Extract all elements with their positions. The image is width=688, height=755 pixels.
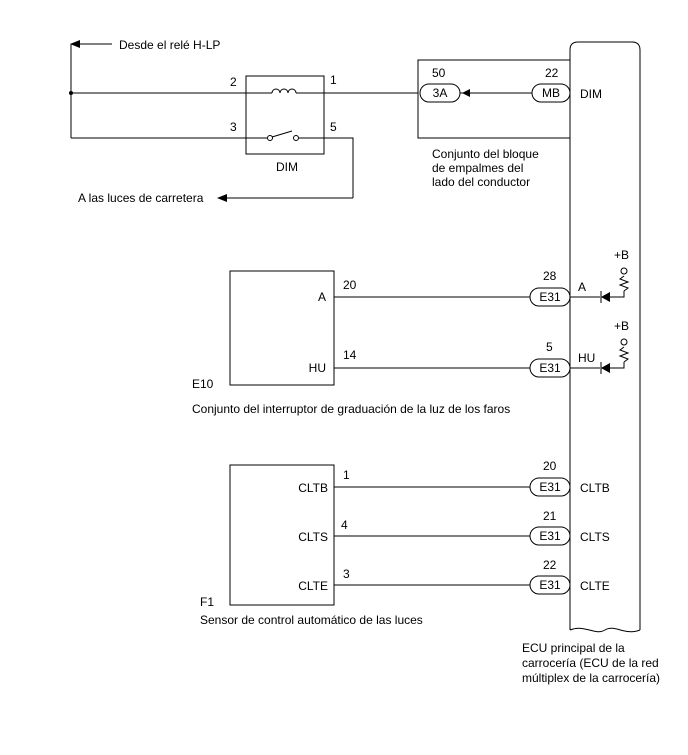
dim-relay-box [245,75,325,155]
ecu-pin-label: 28 [543,269,557,283]
junction-block-label-line-2: de empalmes del [432,161,523,175]
headlight-switch-label: Conjunto del interruptor de graduación d… [192,402,510,416]
ecu-terminal-label: A [578,280,586,294]
light-sensor-label: Sensor de control automático de las luce… [200,613,423,627]
connector-mb [531,83,571,103]
from-relay-label: Desde el relé H-LP [119,38,220,52]
ecu-connector [529,526,571,546]
junction-block-label-line-1: Conjunto del bloque [432,147,539,161]
ecu-body [569,41,641,630]
device-terminal-label: CLTE [298,579,328,593]
device-pin-label: 14 [343,348,357,362]
ecu-terminal-dim: DIM [580,87,602,101]
ecu-break-line [569,627,641,633]
relay-coil-icon [271,88,297,94]
ecu-pin-label: 21 [543,509,557,523]
relay-contact-right [293,135,299,141]
relay-pin-5: 5 [330,120,337,134]
light-sensor-code: F1 [200,595,214,609]
device-pin-label: 3 [343,567,350,581]
supply-terminal [620,267,628,275]
ecu-terminal-label: CLTS [580,530,610,544]
device-pin-label: 4 [341,518,348,532]
diode-icon [601,292,610,302]
relay-switch-blade [271,130,293,138]
ecu-pin-label: 5 [546,340,553,354]
switch-row-a: A 20 E31 28 A +B [318,248,630,307]
ecu-connector-label: E31 [539,529,561,543]
supply-label: +B [614,248,629,262]
pullup-wire [610,291,625,298]
resistor-icon [618,275,630,292]
connector-mb-label: MB [542,86,560,100]
junction-block-label-line-3: lado del conductor [432,175,530,189]
ecu-connector [529,477,571,497]
to-high-beams-label: A las luces de carretera [78,191,204,205]
connector-3a-label: 3A [433,86,448,100]
ecu-terminal-label: CLTE [580,579,610,593]
ecu-pin-label: 20 [543,459,557,473]
device-terminal-label: HU [309,361,326,375]
junction-arrow-icon [462,89,470,97]
sensor-row-clts: CLTS 4 E31 21 CLTS [298,509,610,546]
junction-left-pin: 50 [432,66,446,80]
ecu-label-line-3: múltiplex de la carrocería) [522,671,660,685]
device-terminal-label: A [318,290,326,304]
pullup-wire [610,362,625,369]
junction-right-pin: 22 [545,66,559,80]
relay-contact-left [267,135,273,141]
supply-terminal [620,338,628,346]
ecu-connector-label: E31 [539,290,561,304]
device-terminal-label: CLTB [298,481,328,495]
light-sensor-box [229,464,335,606]
device-pin-label: 20 [343,278,357,292]
relay-pin-1: 1 [330,73,337,87]
sensor-row-clte: CLTE 3 E31 22 CLTE [298,558,610,595]
dim-relay-label: DIM [276,160,298,174]
ecu-label-line-1: ECU principal de la [522,641,625,655]
supply-label: +B [614,319,629,333]
sensor-row-cltb: CLTB 1 E31 20 CLTB [298,459,610,497]
ecu-connector-label: E31 [539,480,561,494]
diode-icon [601,363,610,373]
resistor-icon [618,346,630,363]
device-terminal-label: CLTS [298,530,328,544]
ecu-connector-label: E31 [539,361,561,375]
headlight-switch-code: E10 [192,377,214,391]
ecu-connector-label: E31 [539,578,561,592]
device-pin-label: 1 [343,468,350,482]
ecu-terminal-label: CLTB [580,481,610,495]
ecu-pin-label: 22 [543,558,557,572]
ecu-terminal-label: HU [578,351,595,365]
relay-pin-2: 2 [230,75,237,89]
switch-row-hu: HU 14 E31 5 HU +B [309,319,630,378]
wire-relay-pin5 [324,137,354,198]
ecu-label-line-2: carrocería (ECU de la red [522,656,659,670]
relay-pin-3: 3 [230,120,237,134]
headlight-switch-box [229,270,335,386]
ecu-connector [529,575,571,595]
